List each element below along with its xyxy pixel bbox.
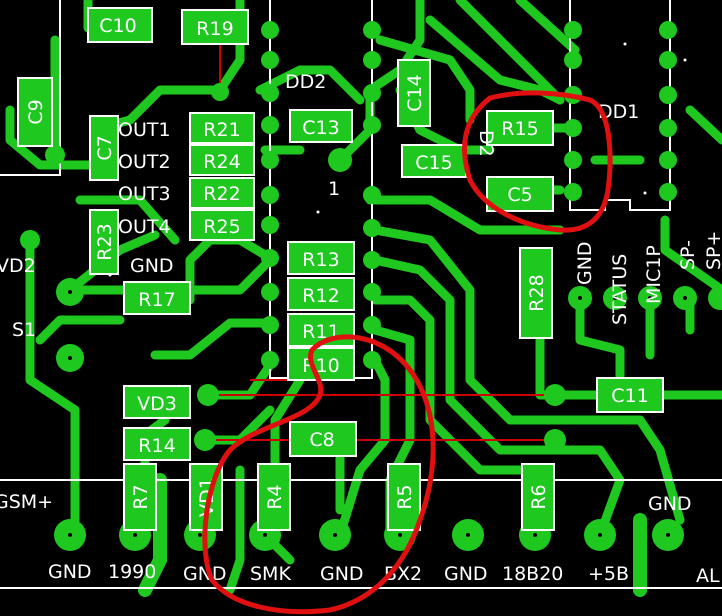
label-gnd-top-right: GND (648, 493, 692, 515)
connector-pin-label: +5B (588, 563, 629, 585)
annotation-circle-r10-connector (202, 334, 436, 615)
annotation-circles (202, 90, 613, 615)
label-c5: C5 (507, 184, 532, 206)
label-c14: C14 (404, 74, 426, 111)
label-r12: R12 (302, 285, 339, 307)
connector-pin-label: GND (48, 561, 92, 583)
label-c13: C13 (302, 117, 339, 139)
chip-dd1-partial-label: D2 (475, 130, 497, 157)
label-c8: C8 (309, 429, 334, 451)
connector-pin-label: GND (183, 563, 227, 585)
component-outlines (17, 7, 664, 531)
connector-pin-label: SMK (250, 563, 291, 585)
label-s1: S1 (12, 319, 36, 341)
connector-pin-label: GND (320, 563, 364, 585)
label-c11: C11 (611, 385, 648, 407)
label-r21: R21 (203, 119, 240, 141)
label-r10: R10 (302, 355, 339, 377)
label-sp-minus: SP- (677, 240, 699, 270)
label-r14: R14 (138, 435, 175, 457)
label-r25: R25 (203, 216, 240, 238)
copper-traces (5, 0, 722, 595)
chip-dd1-label: DD1 (598, 101, 639, 123)
label-vd2: VD2 (0, 255, 36, 277)
label-gnd-left: GND (130, 255, 174, 277)
label-r24: R24 (203, 151, 240, 173)
label-r6: R6 (528, 484, 550, 509)
label-out2: OUT2 (118, 151, 171, 173)
label-r4: R4 (264, 484, 286, 509)
label-r13: R13 (302, 249, 339, 271)
connector-pin-label: GND (444, 563, 488, 585)
label-r5: R5 (394, 484, 416, 509)
label-gsm-plus: GSM+ (0, 491, 53, 513)
label-r19: R19 (196, 18, 233, 40)
label-vd3: VD3 (137, 393, 177, 415)
annotation-circle-r15-c5 (462, 90, 613, 233)
connector-pin-label: 1990 (108, 561, 156, 583)
label-c7: C7 (94, 135, 116, 160)
label-sp-plus: SP+ (703, 231, 722, 270)
gnd-traces (138, 473, 647, 597)
label-out4: OUT4 (118, 216, 171, 238)
label-gnd-right: GND (574, 241, 596, 285)
label-r17: R17 (138, 289, 175, 311)
bottom-layer-traces (205, 45, 555, 441)
label-mic1p: MIC1P (643, 245, 665, 304)
connector-pin-label: AL (696, 565, 720, 587)
label-r7: R7 (130, 484, 152, 509)
label-c9: C9 (25, 99, 47, 124)
chip-dd2-label: DD2 (285, 71, 326, 93)
label-r15: R15 (501, 118, 538, 140)
pad-holes (68, 290, 687, 360)
connector-pin-label: 18B20 (502, 563, 563, 585)
chip-dd2-pin1-label: 1 (328, 178, 340, 200)
label-r28: R28 (526, 274, 548, 311)
label-out1: OUT1 (118, 119, 171, 141)
label-r22: R22 (203, 183, 240, 205)
label-status: STATUS (609, 254, 631, 325)
label-c15: C15 (415, 152, 452, 174)
label-r23: R23 (94, 223, 116, 260)
label-c10: C10 (99, 15, 136, 37)
label-out3: OUT3 (118, 183, 171, 205)
